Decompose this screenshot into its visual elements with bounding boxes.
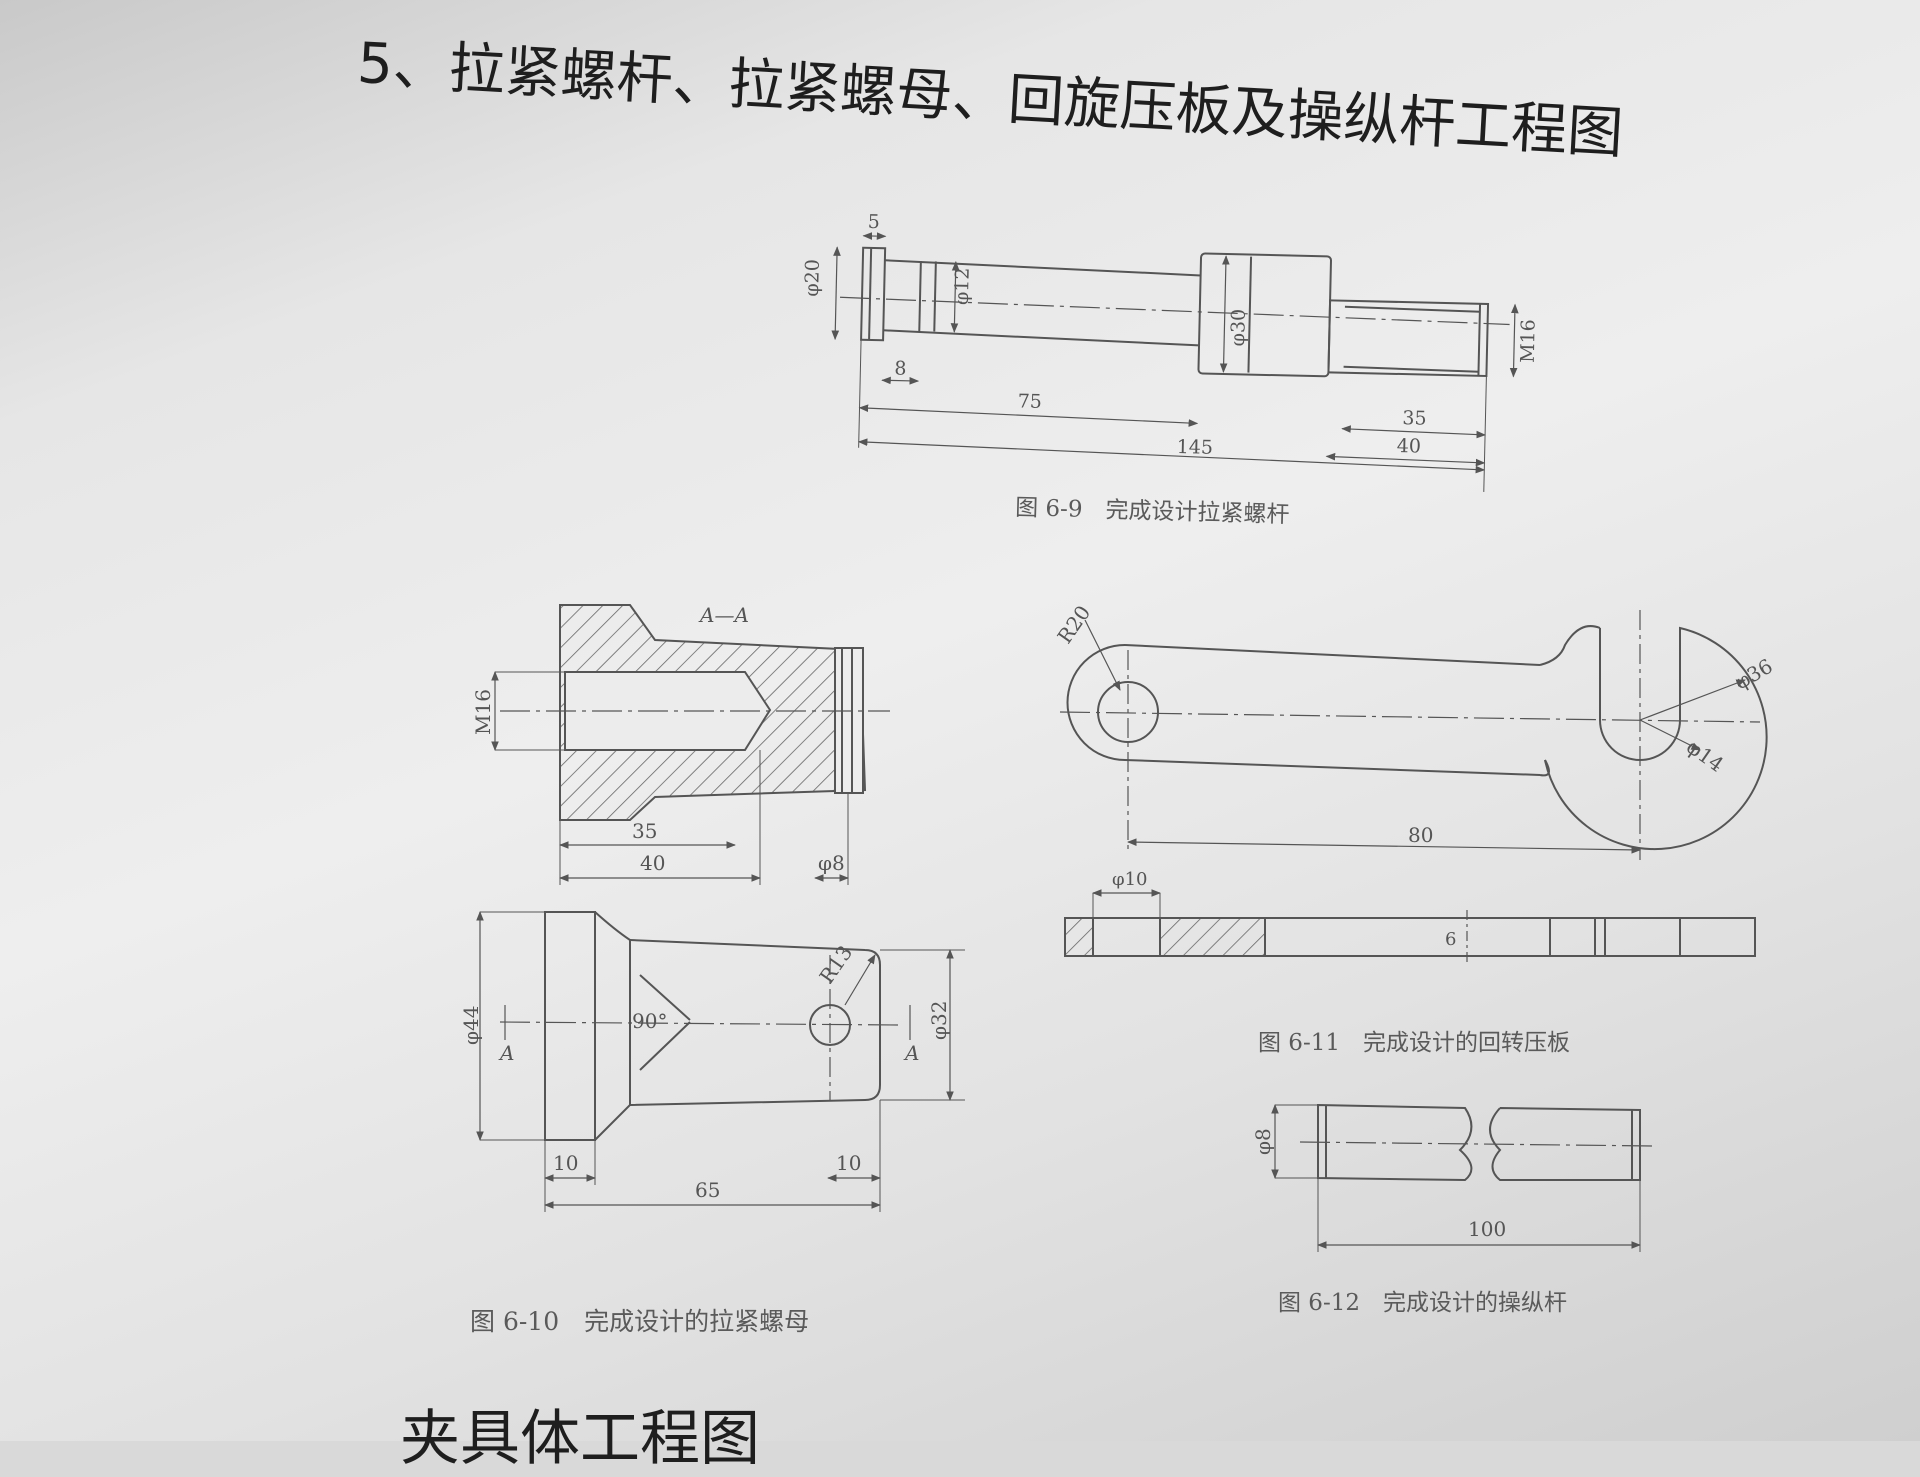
fig-6-12-labels: φ8 100: [1251, 1128, 1506, 1241]
section-marker-a: A: [903, 1041, 919, 1065]
dim-label: M16: [471, 689, 495, 735]
dim-label: φ12: [951, 267, 974, 305]
dim-label: 90°: [632, 1009, 667, 1033]
dim-label: 75: [1017, 390, 1042, 413]
dim-label: φ20: [801, 259, 824, 297]
fig-6-12-caption: 图 6-12 完成设计的操纵杆: [1278, 1290, 1567, 1316]
fig-6-11-plan-labels: R20 φ36 φ14 80: [1052, 601, 1776, 847]
dim-label: 6: [1445, 929, 1456, 950]
dim-label: φ44: [459, 1006, 483, 1045]
dim-label: φ32: [927, 1001, 951, 1040]
dim-label: 80: [1408, 823, 1433, 847]
section-marker-a: A: [498, 1041, 514, 1065]
dim-label: M16: [1517, 319, 1540, 363]
dim-label: 10: [836, 1151, 861, 1175]
dim-label: R20: [1052, 601, 1095, 648]
fig-6-11-side-view: [1065, 893, 1755, 964]
fig-6-10-caption: 图 6-10 完成设计的拉紧螺母: [470, 1307, 809, 1336]
engineering-drawing-sheet: 5 φ20 φ12 8 φ30 M16 75 35 40 145 图 6-9 完…: [0, 0, 1920, 1441]
dim-label: φ30: [1227, 309, 1250, 347]
dim-label: 35: [632, 819, 657, 843]
dim-label: 8: [894, 358, 907, 380]
dim-label: 65: [695, 1178, 720, 1202]
dim-label: φ10: [1112, 869, 1148, 890]
fig-6-10-section-view: [495, 605, 890, 885]
next-section-title: 夹具体工程图: [400, 1390, 760, 1477]
fig-6-9-caption: 图 6-9 完成设计拉紧螺杆: [1015, 495, 1290, 528]
fig-6-10-front-labels: φ44 φ32 90° R13 A A 10 10 65: [459, 941, 951, 1202]
dim-label: φ8: [818, 851, 845, 875]
dim-label: φ14: [1682, 734, 1728, 776]
dim-label: 145: [1176, 436, 1213, 459]
fig-6-12-lever: [1275, 1105, 1655, 1252]
dim-label: 35: [1402, 407, 1427, 430]
dim-label: 5: [867, 211, 880, 233]
section-label: A—A: [698, 603, 749, 627]
dim-label: 40: [1397, 435, 1422, 458]
fig-6-9-dimension-labels: 5 φ20 φ12 8 φ30 M16 75 35 40 145: [798, 209, 1542, 466]
dim-label: 40: [640, 851, 665, 875]
dim-label: 10: [553, 1151, 578, 1175]
dim-label: 100: [1468, 1217, 1506, 1241]
dim-label: φ36: [1731, 654, 1777, 695]
fig-6-11-caption: 图 6-11 完成设计的回转压板: [1258, 1030, 1570, 1056]
dim-label: φ8: [1251, 1128, 1275, 1155]
